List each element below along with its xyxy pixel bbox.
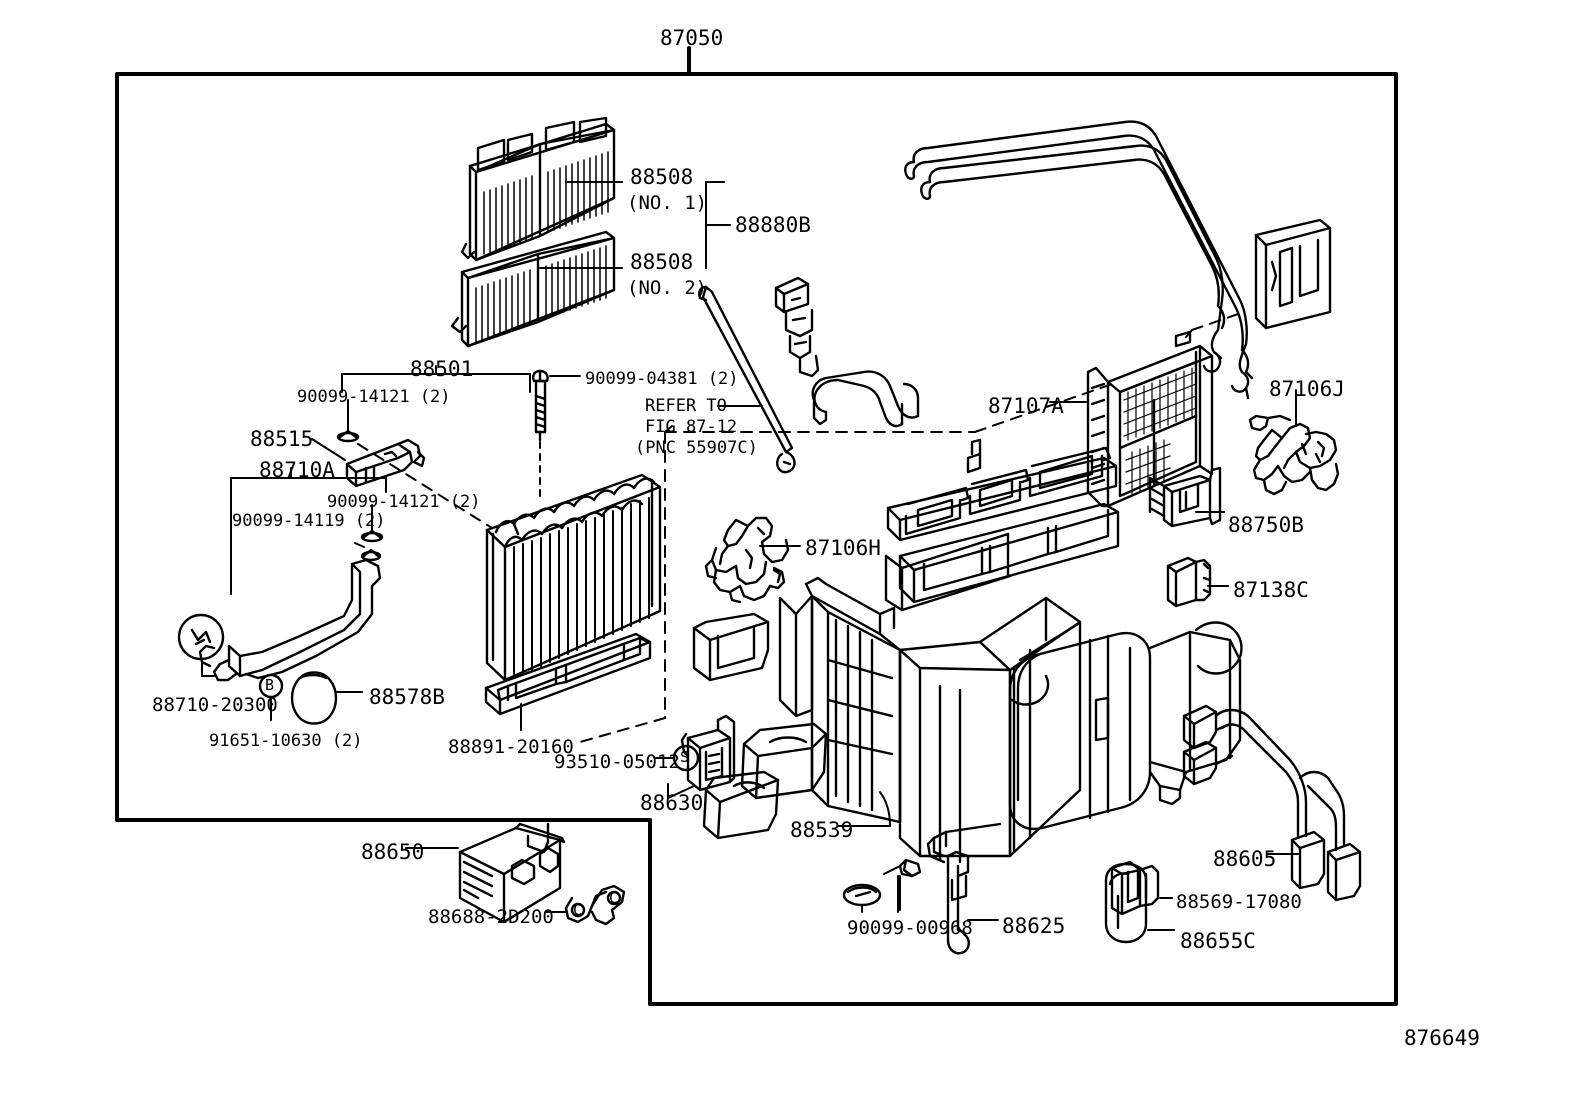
callout-p-88501: 88501 (410, 357, 474, 381)
callout-p-87106J: 87106J (1269, 377, 1345, 401)
air-refiner-element-no-1-fins (483, 151, 609, 255)
callout-p-87138C: 87138C (1233, 578, 1309, 602)
callout-p-88508-1-sub: (NO. 1) (627, 192, 708, 214)
callout-p-88750B: 88750B (1228, 513, 1304, 537)
heater-case-body (804, 532, 1012, 824)
bolt-marker-B (258, 673, 284, 721)
grommet-90099-14119 (354, 542, 382, 562)
leader-88539 (837, 791, 891, 827)
cap-88578B-art (290, 671, 338, 725)
callout-p-87107A: 87107A (988, 394, 1064, 418)
screw-90099-04381 (532, 369, 581, 501)
grommet-90099-14121-upper (336, 399, 360, 443)
callout-p-88508-2-sub: (NO. 2) (627, 277, 708, 299)
leader-88710-20300 (201, 658, 215, 677)
heater-case-upper-duct (886, 438, 1118, 542)
callout-p-93510-05012: 93510-05012 (554, 751, 680, 773)
callout-p-88539: 88539 (790, 818, 854, 842)
clamp-marker-letter-left: C (573, 901, 583, 919)
callout-p-88515: 88515 (250, 427, 314, 451)
heater-case-lower-duct (898, 502, 1120, 604)
heater-case-center-housing (898, 596, 1082, 864)
heater-core-mesh (1123, 367, 1197, 495)
callout-p-90099-14119: 90099-14119 (2) (232, 511, 386, 531)
leader-88508-group (539, 181, 731, 269)
clamp-bracket-88688-art (564, 884, 626, 926)
callout-p-90099-04381: 90099-04381 (2) (585, 369, 739, 389)
leader-88515 (311, 438, 346, 461)
heater-radiator-core-art (1086, 330, 1214, 508)
amplifier-88650-art (458, 822, 566, 924)
expansion-valve-art (774, 276, 820, 378)
screw-marker-S (655, 744, 700, 772)
case-cover-88539-art (740, 722, 828, 800)
callout-drawing-no: 876649 (1404, 1026, 1480, 1050)
air-refiner-element-no-2-art (450, 230, 616, 348)
callout-p-90099-14121-a: 90099-14121 (2) (297, 387, 451, 407)
servo-motor-87106J-art (1248, 414, 1340, 496)
blower-outlet-duct (1148, 621, 1243, 806)
callout-note-refer-3: (PNC 55907C) (635, 438, 758, 458)
callout-p-88569-17080: 88569-17080 (1176, 891, 1302, 913)
callout-p-88710A: 88710A (259, 458, 335, 482)
wire-harness-88605-art (1182, 704, 1362, 902)
relay-connector-87138C-art (1166, 556, 1212, 608)
case-small-cover-a (692, 612, 770, 682)
blower-resistor-art (1148, 466, 1222, 528)
callout-p-87106H: 87106H (805, 536, 881, 560)
callout-p-91651-10630: 91651-10630 (2) (209, 731, 363, 751)
callout-p-90099-14121-b: 90099-14121 (2) (327, 492, 481, 512)
clamp-marker-letter-right: C (609, 889, 619, 907)
dashed-corner-ticks (664, 329, 1193, 433)
liquid-pipe-88710-20300-art (177, 558, 382, 682)
grommet-90099-14121-lower (360, 504, 384, 543)
callout-p-88688-2D200: 88688-2D200 (428, 906, 554, 928)
suction-pipe-88710A-art (345, 438, 426, 488)
callout-note-refer-1: REFER TO (645, 396, 727, 416)
assembly-dashed-lines (357, 311, 1245, 743)
callout-p-88655C: 88655C (1180, 929, 1256, 953)
callout-p-90099-00968: 90099-00968 (847, 917, 973, 939)
callout-p-88605: 88605 (1213, 847, 1277, 871)
callout-p-88630: 88630 (640, 791, 704, 815)
bracket-88501-group (341, 365, 531, 393)
callout-fig-87050: 87050 (660, 26, 724, 50)
air-refiner-element-no-1-art (460, 116, 616, 262)
case-air-inlet-left (778, 594, 814, 718)
callout-p-88508-1: 88508 (630, 165, 694, 189)
diagram-frame (115, 72, 1398, 1006)
leader-88630 (667, 783, 695, 799)
servo-motor-87106H-art (704, 516, 790, 604)
screw-90099-00968 (842, 858, 922, 911)
callout-p-88710-20300: 88710-20300 (152, 694, 278, 716)
evaporator-fins (513, 497, 650, 677)
callout-p-88578B: 88578B (369, 685, 445, 709)
callout-note-refer-2: FIG 87-12 (645, 417, 738, 437)
screw-marker-letter: S (680, 748, 690, 766)
callout-p-88891-20160: 88891-20160 (448, 736, 574, 758)
strut-rod-55907C (698, 285, 796, 474)
heater-hose-art (811, 370, 920, 428)
bolt-marker-letter: B (265, 676, 275, 694)
thermistor-88625-art (926, 822, 1002, 955)
callout-p-88880B: 88880B (735, 213, 811, 237)
pressure-switch-88655C-art (1104, 862, 1148, 944)
heater-case-shield-plate (1254, 218, 1332, 330)
callout-p-88625: 88625 (1002, 914, 1066, 938)
callout-p-88650: 88650 (361, 840, 425, 864)
amplifier-88630-art (680, 714, 736, 792)
callout-p-88508-2: 88508 (630, 250, 694, 274)
leader-90099-00968 (861, 875, 899, 913)
heater-water-pipes (904, 120, 1254, 400)
case-small-cover-b (702, 770, 780, 840)
evaporator-drain-tray-art (484, 632, 652, 716)
evaporator-top-tubes (494, 477, 656, 549)
bracket-88710A-group (230, 467, 387, 595)
air-refiner-element-no-2-fins (475, 245, 607, 343)
